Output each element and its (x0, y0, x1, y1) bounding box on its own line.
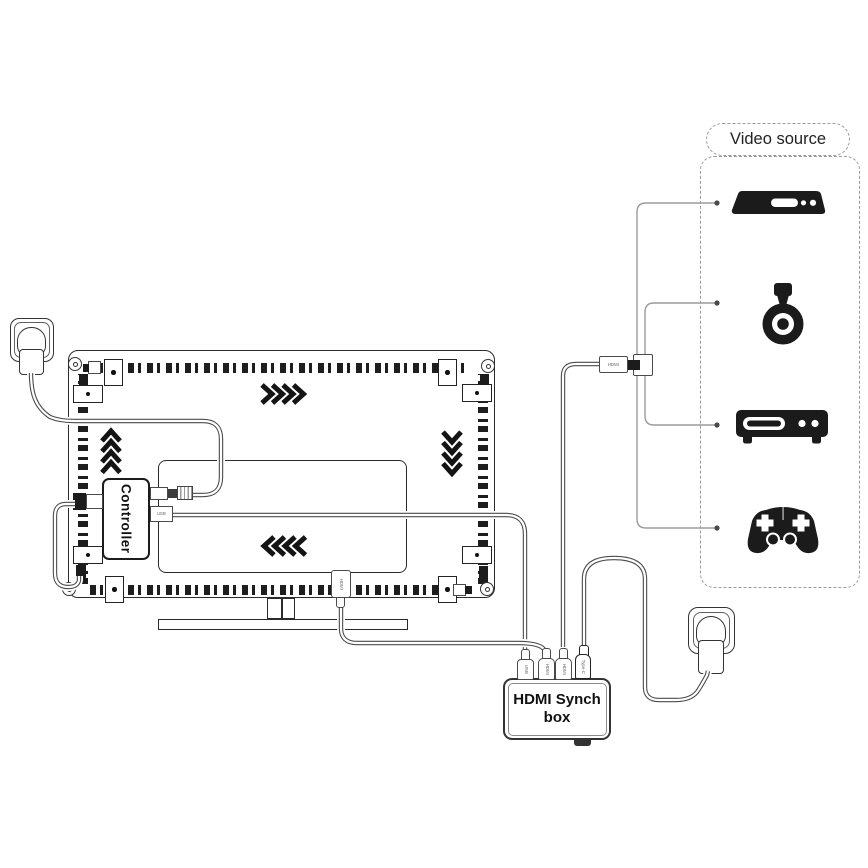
video-source-hdmi-cable (563, 364, 601, 647)
tv-recessed-panel (158, 460, 407, 573)
strip-connector (88, 361, 101, 374)
corner-guide-bottom-left (62, 582, 76, 596)
strip-connector (480, 374, 489, 385)
video-source-socket-pin (635, 360, 640, 370)
hdmi-sync-box: HDMI Synch box (503, 678, 611, 740)
strip-clip (462, 546, 492, 564)
sync-hdmi1-label: HDMI (544, 663, 550, 675)
controller-dc-port (150, 487, 168, 500)
tv-hdmi-plug-neck (336, 597, 345, 608)
strip-clip (73, 546, 103, 564)
controller-usb-label: USB (156, 511, 167, 517)
set-top-box-icon (736, 410, 828, 444)
power-adapter-left-body (19, 349, 44, 375)
corner-guide-top-right (481, 359, 495, 373)
sync-usb-port: USB (517, 659, 534, 680)
sync-box-inner-line (507, 682, 607, 736)
led-strip-top (90, 363, 470, 373)
sync-box-foot (574, 740, 591, 746)
video-source-plug-tip (626, 360, 635, 370)
video-source-title: Video source (729, 130, 826, 148)
sync-hdmi2-port: HDMI (555, 658, 572, 680)
tv-stand-neck (267, 598, 295, 619)
streaming-dongle-icon (762, 283, 804, 345)
strip-connector (83, 364, 89, 372)
dc-barrel-plug (177, 486, 193, 500)
controller-label: Controller (118, 484, 134, 554)
strip-clip (462, 384, 492, 402)
controller-usb-port: USB (150, 506, 173, 522)
strip-clip (438, 359, 457, 386)
led-strip-right (478, 374, 488, 584)
strip-connector (79, 374, 88, 385)
strip-clip (105, 576, 124, 603)
power-adapter-right-body (698, 640, 724, 674)
controller-left-port (86, 494, 103, 509)
controller-box: Controller (102, 478, 150, 560)
sync-typec-port: Type-C (575, 654, 591, 679)
dc-barrel-tip (168, 489, 177, 498)
tv-stand-base (158, 619, 408, 630)
led-strip-bottom (90, 585, 470, 595)
game-controller-icon (747, 507, 819, 554)
sync-hdmi2-label: HDMI (561, 663, 567, 675)
tv-hdmi-plug: HDMI (331, 570, 351, 598)
strip-connector (465, 586, 472, 594)
controller-strip-plug (73, 493, 86, 510)
sync-box-title-line1: HDMI Synch (513, 691, 601, 708)
tv-hdmi-plug-label: HDMI (338, 578, 344, 590)
video-source-plug-label: HDMI (607, 361, 620, 367)
streaming-media-player-icon (731, 191, 826, 214)
strip-end-plug-bottom-left (76, 565, 86, 582)
strip-clip (73, 385, 103, 403)
stand-neck-seam (281, 599, 283, 618)
sync-typec-label: Type-C (580, 659, 586, 674)
sync-hdmi1-port: HDMI (538, 658, 555, 680)
corner-guide-bottom-right (480, 582, 494, 596)
corner-guide-top-left (68, 357, 82, 371)
strip-connector (479, 566, 488, 580)
video-source-title-pill: Video source (706, 123, 850, 156)
strip-clip (104, 359, 123, 386)
sync-box-title-line2: box (543, 709, 571, 726)
sync-usb-label: USB (523, 664, 529, 675)
video-source-hdmi-plug: HDMI (599, 356, 628, 373)
